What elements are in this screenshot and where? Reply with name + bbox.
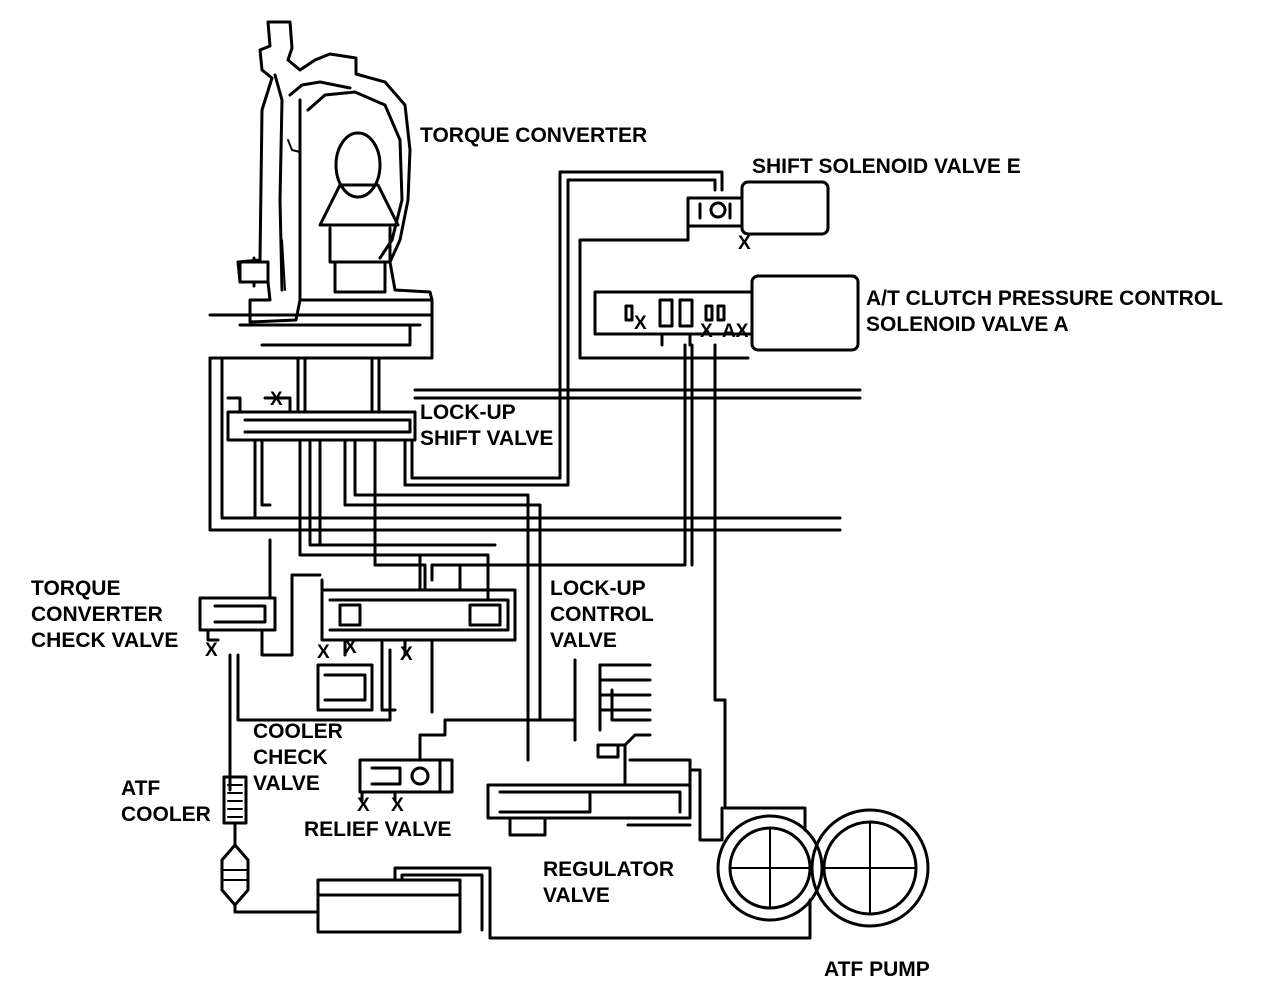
oil-strainer	[316, 866, 812, 940]
torque-converter-check-valve	[198, 538, 392, 792]
relief-valve	[358, 718, 577, 802]
exhaust-mark: X	[270, 389, 283, 410]
exhaust-mark: X	[700, 321, 713, 342]
main-pressure-lines	[413, 388, 862, 400]
label-shift-solenoid-valve-e: SHIFT SOLENOID VALVE E	[752, 155, 1021, 178]
label-atf-pump: ATF PUMP	[824, 958, 930, 981]
label-lockup-control-valve: LOCK-UP CONTROL VALVE	[550, 577, 654, 652]
right-branch-lines	[573, 658, 652, 742]
label-clutch-pressure-solenoid: A/T CLUTCH PRESSURE CONTROL SOLENOID VAL…	[866, 287, 1223, 336]
exhaust-mark: X	[344, 637, 357, 658]
label-atf-cooler: ATF COOLER	[121, 777, 211, 826]
exhaust-mark: X	[317, 642, 330, 663]
shift-solenoid-valve-e	[578, 180, 830, 360]
label-tc-check-valve: TORQUE CONVERTER CHECK VALVE	[31, 577, 179, 652]
exhaust-mark: X	[205, 640, 218, 661]
exhaust-mark: AX	[722, 321, 749, 342]
label-relief-valve: RELIEF VALVE	[304, 818, 452, 841]
atf-cooler	[220, 775, 320, 914]
regulator-valve	[486, 733, 722, 842]
exhaust-mark: X	[357, 795, 370, 816]
exhaust-mark: X	[400, 644, 413, 665]
label-regulator-valve: REGULATOR VALVE	[543, 858, 675, 907]
atf-pump	[716, 698, 930, 928]
label-cooler-check-valve: COOLER CHECK VALVE	[253, 720, 343, 795]
exhaust-mark: X	[738, 233, 751, 254]
converter-housing-lines	[208, 298, 842, 532]
label-lockup-shift-valve: LOCK-UP SHIFT VALVE	[420, 401, 554, 450]
exhaust-mark: X	[391, 795, 404, 816]
exhaust-mark: X	[634, 313, 647, 334]
torque-converter	[236, 20, 434, 324]
lockup-control-valve	[316, 553, 517, 714]
lockup-shift-valve	[226, 170, 724, 762]
label-torque-converter: TORQUE CONVERTER	[420, 124, 648, 147]
